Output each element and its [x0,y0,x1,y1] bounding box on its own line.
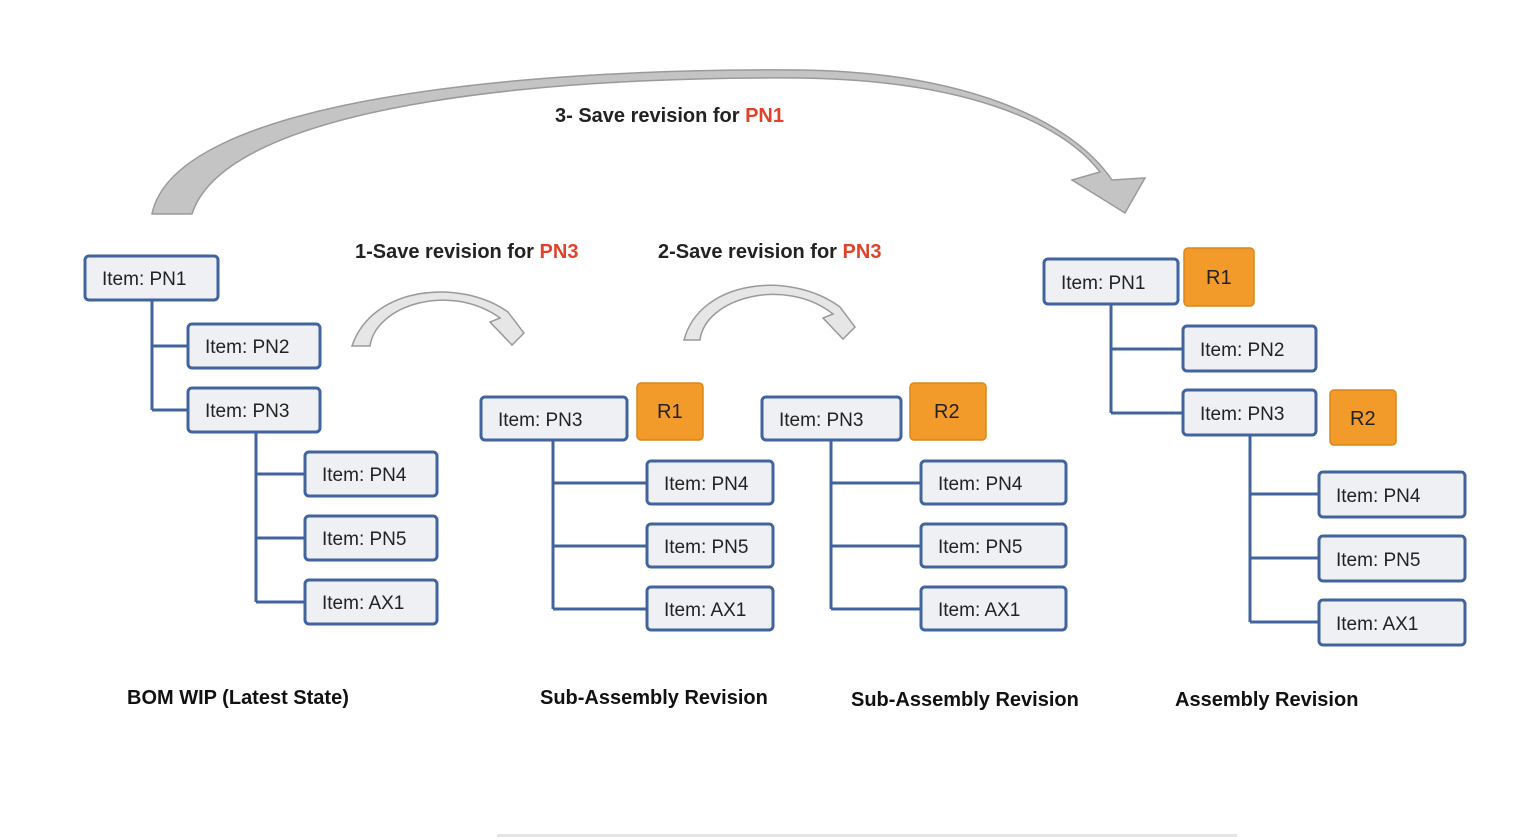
svg-text:Item: PN2: Item: PN2 [205,337,289,358]
item-box-pn1: Item: PN1 [83,254,220,302]
item-box-pn3: Item: PN3 [760,395,903,442]
svg-text:Item: AX1: Item: AX1 [938,600,1020,621]
item-box-pn1: Item: PN1 [1042,257,1180,306]
svg-text:Item: AX1: Item: AX1 [664,600,746,621]
svg-text:Item: PN4: Item: PN4 [938,474,1023,495]
item-box-pn4: Item: PN4 [1317,470,1467,519]
tree-bom-wip: Item: PN1 Item: PN2 Item: PN3 Item: PN4 … [83,254,439,626]
svg-text:Item: AX1: Item: AX1 [1336,614,1418,635]
svg-text:R1: R1 [657,401,683,423]
save-revision-arrow-1 [350,291,525,347]
tree-connector [829,440,921,611]
item-box-pn3: Item: PN3 [479,395,629,442]
step-label-3: 3- Save revision for PN1 [555,105,784,127]
svg-text:Item: PN5: Item: PN5 [664,537,748,558]
tree-connector [551,440,647,611]
svg-text:Item: PN4: Item: PN4 [664,474,749,495]
step-label-1: 1-Save revision for PN3 [355,241,578,263]
svg-text:Item: PN4: Item: PN4 [1336,486,1421,507]
save-revision-arrow-2 [683,284,856,341]
item-box-pn4: Item: PN4 [919,459,1068,506]
item-box-pn4: Item: PN4 [303,450,439,498]
caption-sub-assembly-r2: Sub-Assembly Revision [851,689,1079,711]
step-2-prefix: 2-Save revision for [658,241,843,263]
svg-text:Item: PN1: Item: PN1 [1061,273,1145,294]
revision-badge-r1: R1 [1183,247,1255,307]
item-box-pn5: Item: PN5 [645,522,775,569]
step-1-part: PN3 [540,241,579,263]
item-box-pn4: Item: PN4 [645,459,775,506]
step-3-part: PN1 [745,105,784,127]
svg-text:Item: PN3: Item: PN3 [779,410,863,431]
step-1-prefix: 1-Save revision for [355,241,540,263]
svg-text:Item: PN5: Item: PN5 [322,529,406,550]
bottom-divider [497,834,1237,837]
item-box-pn5: Item: PN5 [919,522,1068,569]
revision-badge-r1: R1 [636,382,704,441]
svg-text:Item: PN3: Item: PN3 [498,410,582,431]
caption-assembly-revision: Assembly Revision [1175,689,1358,711]
svg-text:R2: R2 [1350,408,1376,430]
tree-connector [150,300,305,604]
item-box-pn3: Item: PN3 [186,386,322,434]
tree-sub-assembly-r2: Item: PN3 R2 Item: PN4 Item: PN5 Item: A… [760,382,1068,632]
item-box-pn2: Item: PN2 [1181,324,1318,373]
item-box-pn3: Item: PN3 [1181,388,1318,437]
item-box-pn5: Item: PN5 [303,514,439,562]
svg-text:Item: AX1: Item: AX1 [322,593,404,614]
caption-bom-wip: BOM WIP (Latest State) [127,687,349,709]
svg-text:Item: PN5: Item: PN5 [1336,550,1420,571]
item-box-ax1: Item: AX1 [1317,598,1467,647]
item-box-ax1: Item: AX1 [919,585,1068,632]
svg-text:R2: R2 [934,401,960,423]
svg-text:Item: PN4: Item: PN4 [322,465,407,486]
svg-text:Item: PN5: Item: PN5 [938,537,1022,558]
tree-sub-assembly-r1: Item: PN3 R1 Item: PN4 Item: PN5 Item: A… [479,382,775,632]
item-box-pn5: Item: PN5 [1317,534,1467,583]
svg-text:Item: PN1: Item: PN1 [102,269,186,290]
revision-badge-r2: R2 [1329,389,1397,446]
svg-text:Item: PN2: Item: PN2 [1200,340,1284,361]
svg-text:Item: PN3: Item: PN3 [205,401,289,422]
step-label-2: 2-Save revision for PN3 [658,241,881,263]
tree-connector [1109,304,1319,624]
item-box-pn2: Item: PN2 [186,322,322,370]
step-3-prefix: 3- Save revision for [555,105,745,127]
revision-badge-r2: R2 [909,382,987,441]
caption-sub-assembly-r1: Sub-Assembly Revision [540,687,768,709]
step-2-part: PN3 [843,241,882,263]
item-box-ax1: Item: AX1 [303,578,439,626]
save-revision-arrow-pn1 [151,69,1147,215]
svg-text:R1: R1 [1206,267,1232,289]
tree-assembly-revision: Item: PN1 R1 Item: PN2 Item: PN3 R2 Item… [1042,247,1467,647]
svg-text:Item: PN3: Item: PN3 [1200,404,1284,425]
item-box-ax1: Item: AX1 [645,585,775,632]
